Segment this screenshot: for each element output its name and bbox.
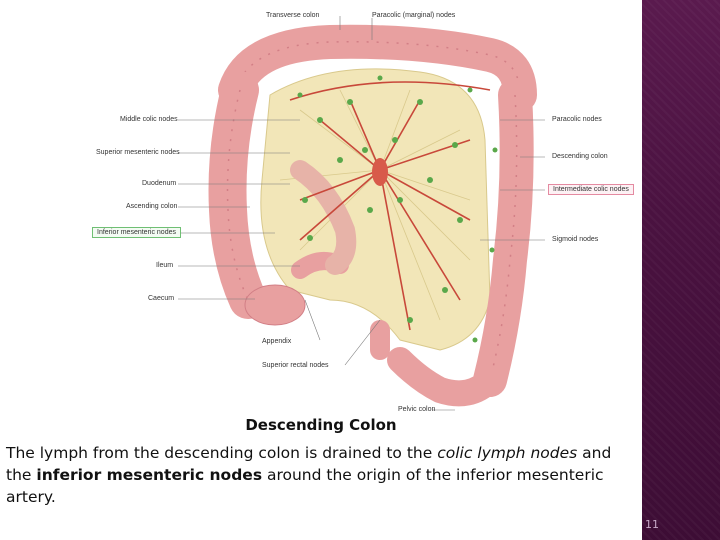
- body-text-bold: inferior mesenteric nodes: [36, 466, 263, 484]
- colon-diagram: [178, 16, 545, 411]
- label-descending-colon: Descending colon: [552, 153, 608, 160]
- label-intermediate-colic-nodes: Intermediate colic nodes: [548, 184, 634, 195]
- label-paracolic-marginal-nodes: Paracolic (marginal) nodes: [372, 12, 456, 19]
- label-inferior-mesenteric-nodes: Inferior mesenteric nodes: [92, 227, 181, 238]
- label-duodenum: Duodenum: [142, 180, 177, 187]
- body-text-part1: The lymph from the descending colon is d…: [6, 444, 438, 462]
- body-text-part3: around the origin of the inferior mesent…: [6, 466, 604, 506]
- label-ileum: Ileum: [156, 262, 174, 269]
- label-sigmoid-nodes: Sigmoid nodes: [552, 236, 599, 243]
- body-text-italic: colic lymph nodes: [437, 444, 578, 462]
- colon-lymphatics-figure: Transverse colon Paracolic (marginal) no…: [92, 12, 634, 413]
- page-number: 11: [645, 518, 659, 531]
- label-appendix: Appendix: [262, 338, 292, 345]
- label-paracolic-nodes: Paracolic nodes: [552, 116, 602, 123]
- slide-title: Descending Colon: [245, 416, 397, 434]
- label-ascending-colon: Ascending colon: [126, 203, 178, 210]
- label-middle-colic-nodes: Middle colic nodes: [120, 116, 178, 123]
- label-superior-mesenteric-nodes: Superior mesenteric nodes: [96, 149, 180, 156]
- decorative-sidebar: [642, 0, 720, 540]
- body-text-part2: and the: [6, 444, 612, 484]
- label-caecum: Caecum: [148, 295, 175, 302]
- label-pelvic-colon: Pelvic colon: [398, 406, 436, 413]
- slide-body-text: The lymph from the descending colon is d…: [6, 442, 636, 508]
- label-superior-rectal-nodes: Superior rectal nodes: [262, 362, 329, 369]
- label-transverse-colon: Transverse colon: [266, 12, 320, 19]
